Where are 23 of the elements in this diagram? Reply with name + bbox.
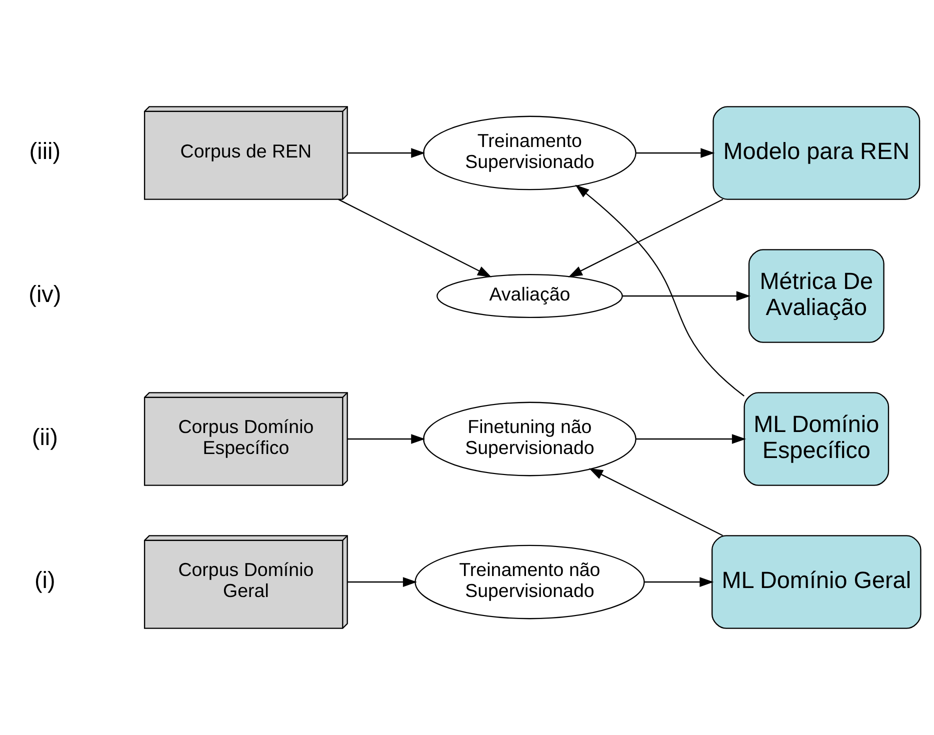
node-ellipse: Treinamento não Supervisionado <box>414 544 645 620</box>
label: (ii) <box>32 424 58 450</box>
node-box: ML Domínio Geral <box>712 535 922 629</box>
arrow <box>588 468 723 536</box>
arrow <box>338 198 492 278</box>
node-box: ML Domínio Específico <box>744 392 890 486</box>
node-box: Métrica De Avaliação <box>748 249 884 343</box>
arrow <box>348 148 426 158</box>
node-ellipse: Finetuning não Supervisionado <box>423 402 636 476</box>
arrow <box>568 198 724 278</box>
arrow <box>348 434 426 444</box>
node-ellipse: Avaliação <box>436 274 623 318</box>
label: (iii) <box>29 138 61 164</box>
node-ellipse: Treinamento Supervisionado <box>423 116 636 190</box>
arrow <box>622 291 750 301</box>
node-box: Modelo para REN <box>712 106 920 200</box>
arrow <box>348 577 418 587</box>
label: (i) <box>34 566 56 593</box>
arrow <box>636 434 746 444</box>
label: (iv) <box>28 280 62 307</box>
arrow <box>575 184 744 396</box>
arrow <box>636 148 715 158</box>
arrow <box>644 577 714 587</box>
